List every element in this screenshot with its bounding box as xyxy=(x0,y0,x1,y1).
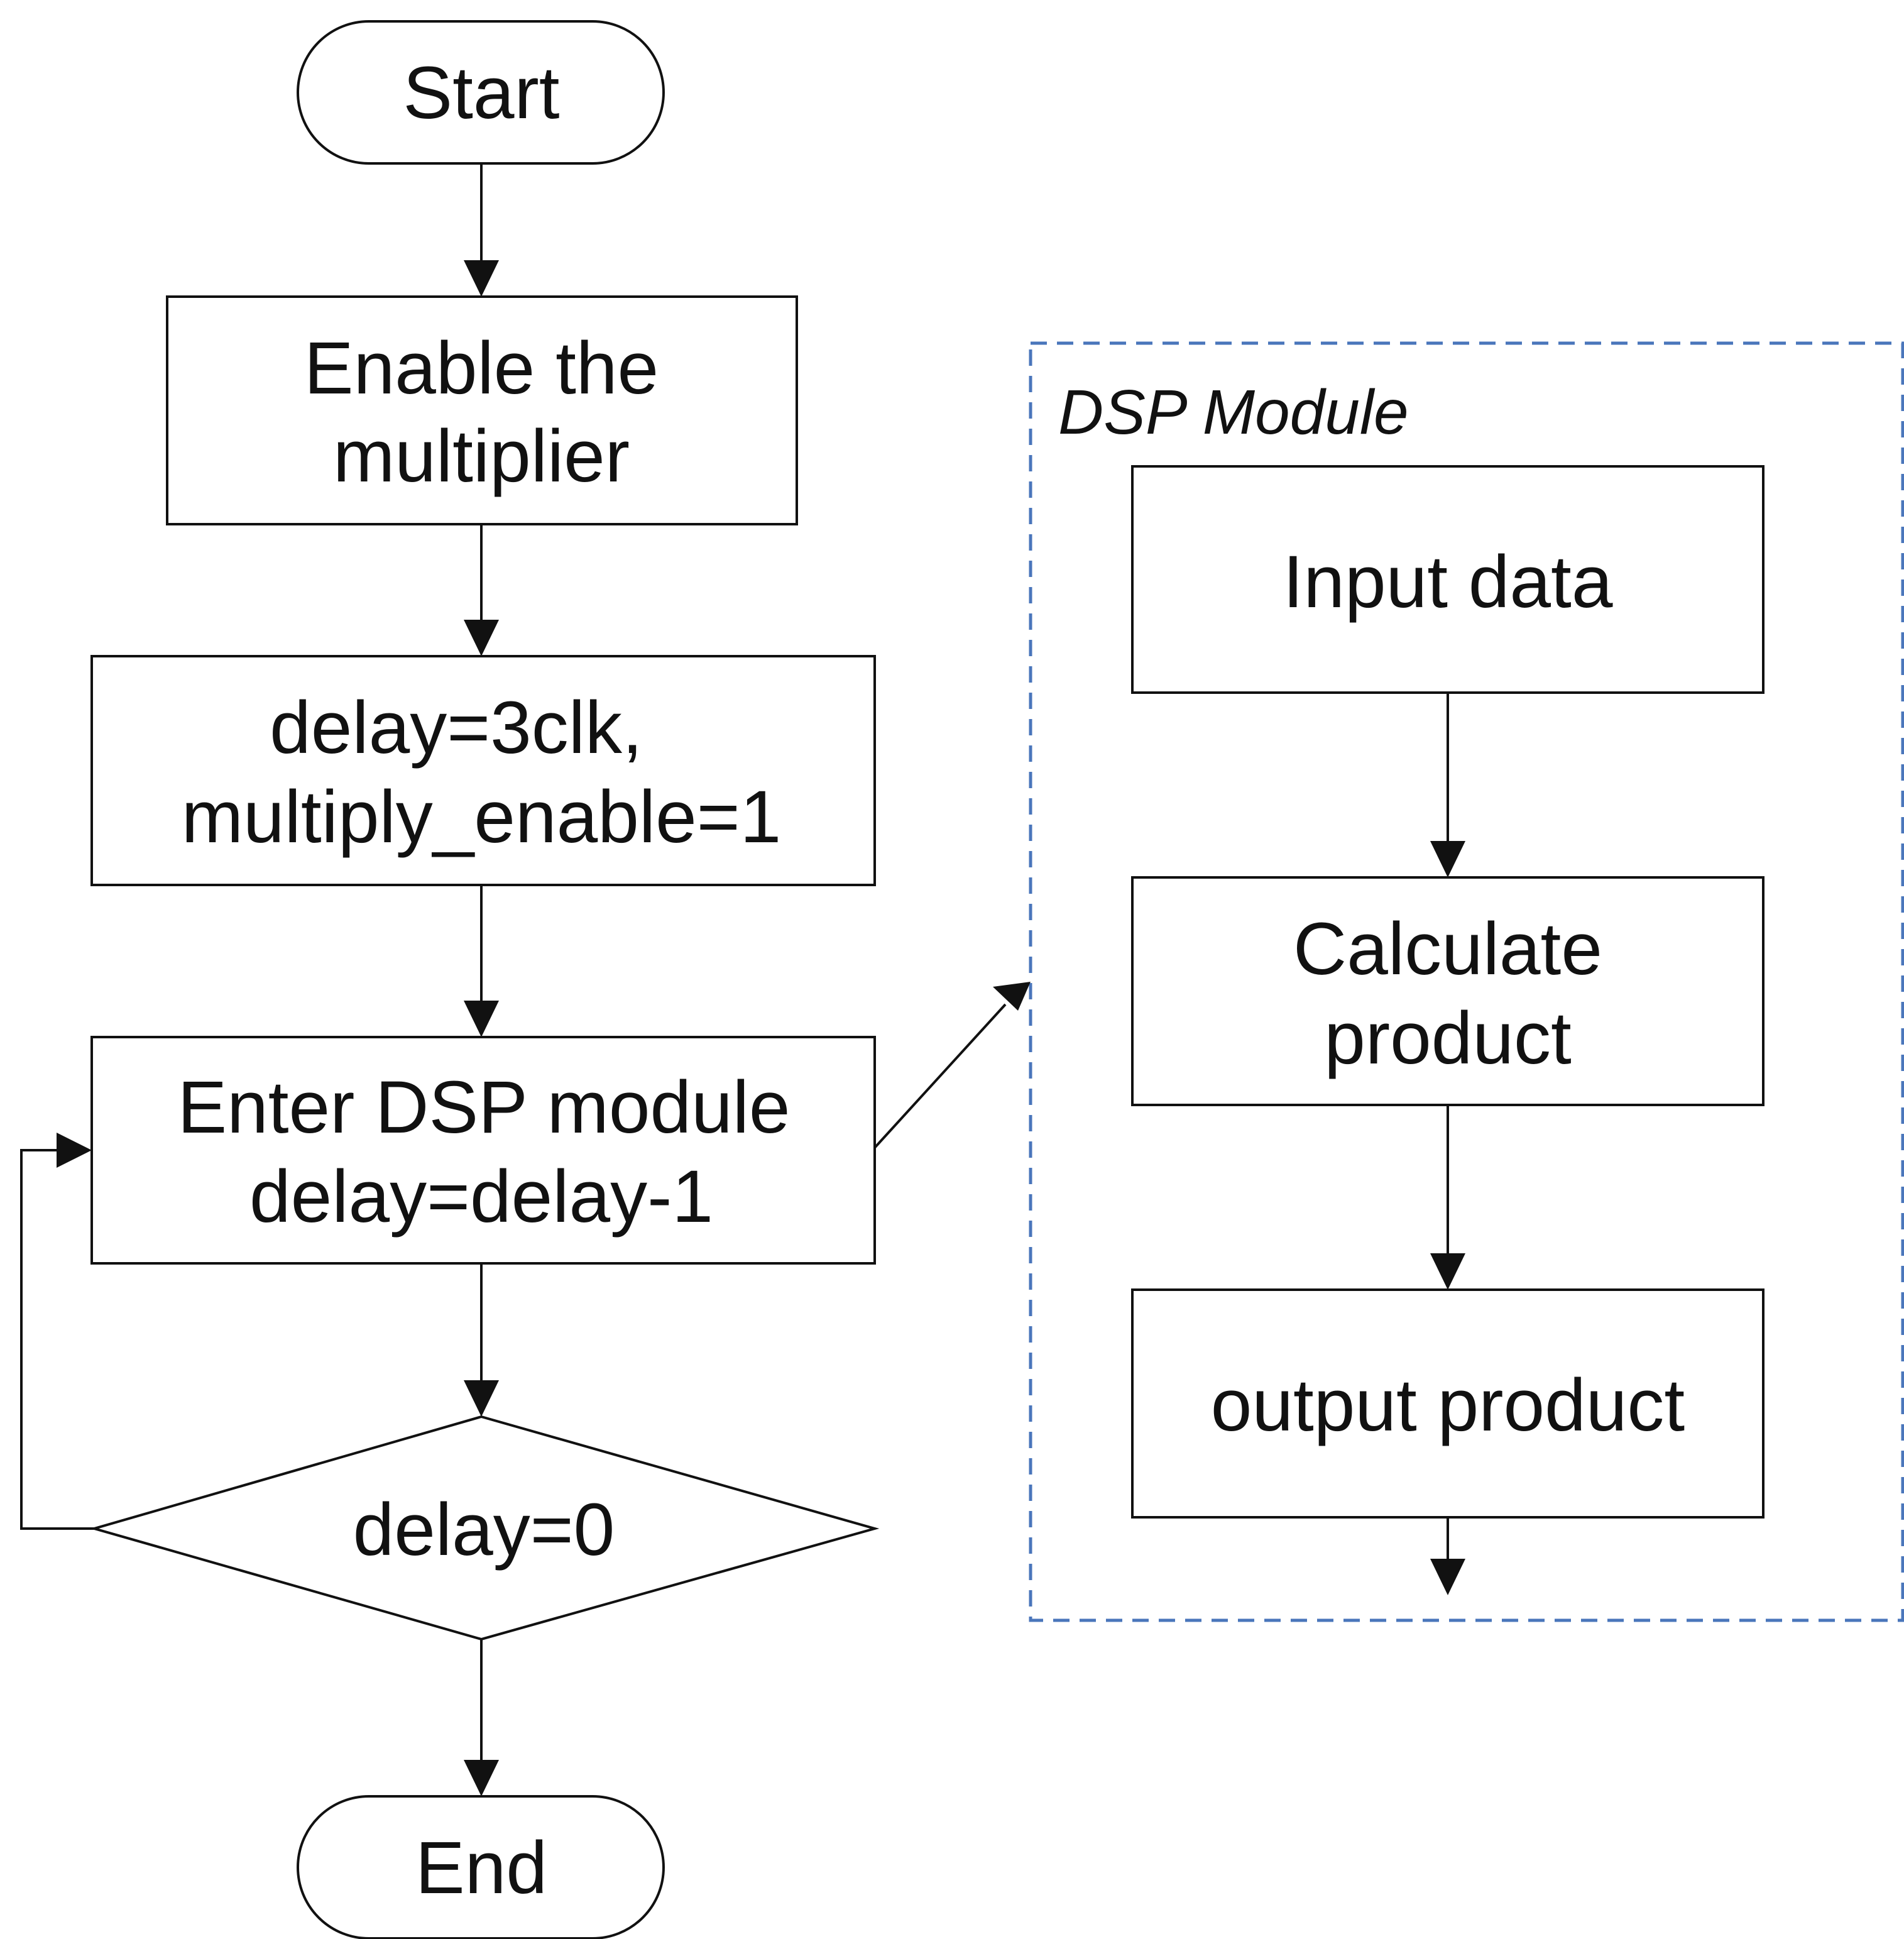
process-shape xyxy=(166,295,798,525)
arrowhead xyxy=(464,620,499,656)
node-enter-line-1: Enter DSP module xyxy=(177,1066,790,1149)
dsp-module-group: DSP Module xyxy=(1029,341,1904,1622)
edge-loop-back xyxy=(20,1149,94,1530)
arrowhead xyxy=(1430,841,1465,877)
node-enter-dsp: Enter DSP module delay=delay-1 xyxy=(90,1036,876,1265)
terminal-shape xyxy=(297,20,665,165)
node-start-label: Start xyxy=(403,52,559,135)
edges xyxy=(20,163,1465,1796)
arrowhead xyxy=(464,1760,499,1796)
node-enable-line-1: Enable the xyxy=(304,327,659,410)
arrowhead xyxy=(464,1001,499,1037)
node-enable-multiplier: Enable the multiplier xyxy=(166,295,798,525)
dsp-module-border xyxy=(1029,341,1904,1622)
process-shape xyxy=(90,655,876,886)
terminal-shape xyxy=(297,1795,665,1939)
process-shape xyxy=(1131,465,1764,694)
node-enable-line-2: multiplier xyxy=(333,415,630,498)
node-init-line-2: multiply_enable=1 xyxy=(182,776,782,859)
dsp-step-calculate-line-1: Calculate xyxy=(1293,908,1602,991)
node-init-line-1: delay=3clk, xyxy=(270,686,643,769)
arrowhead xyxy=(1430,1559,1465,1595)
node-end: End xyxy=(297,1795,665,1939)
arrowhead xyxy=(464,1380,499,1417)
dsp-module-title: DSP Module xyxy=(1058,377,1409,448)
arrowhead xyxy=(464,260,499,297)
decision-shape xyxy=(89,1415,880,1641)
node-decision-label: delay=0 xyxy=(353,1488,615,1571)
dsp-step-calculate: Calculate product xyxy=(1131,876,1764,1106)
node-decision: delay=0 xyxy=(89,1415,880,1641)
arrowhead xyxy=(993,982,1031,1011)
arrowhead xyxy=(1430,1253,1465,1290)
dsp-step-output: output product xyxy=(1131,1288,1764,1519)
dsp-step-calculate-line-2: product xyxy=(1324,997,1572,1080)
dsp-step-input-label: Input data xyxy=(1283,541,1613,623)
node-end-label: End xyxy=(415,1826,547,1909)
node-init-delay: delay=3clk, multiply_enable=1 xyxy=(90,655,876,886)
process-shape xyxy=(90,1036,876,1265)
dsp-step-output-label: output product xyxy=(1211,1364,1685,1447)
process-shape xyxy=(1131,1288,1764,1519)
node-enter-line-2: delay=delay-1 xyxy=(249,1155,713,1238)
process-shape xyxy=(1131,876,1764,1106)
dsp-step-input: Input data xyxy=(1131,465,1764,694)
edge-enter-to-dsp-module xyxy=(873,1003,1007,1149)
node-start: Start xyxy=(297,20,665,165)
arrowhead xyxy=(57,1133,92,1168)
